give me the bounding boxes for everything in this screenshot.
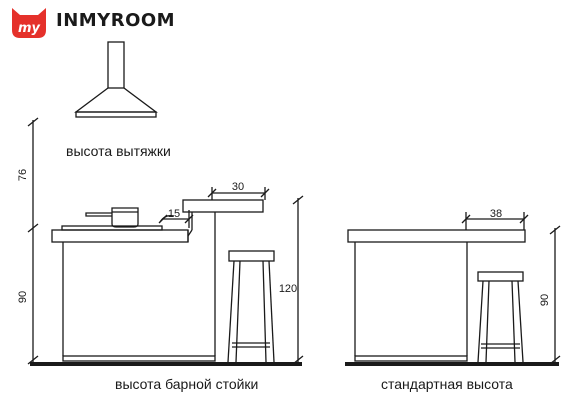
dim-counter-height-right: 90 <box>539 294 551 306</box>
dim-hood-clearance: 76 <box>17 169 29 181</box>
bar-counter <box>51 199 264 362</box>
right-dimension-line <box>549 225 561 365</box>
step-offset-dimension <box>158 210 194 228</box>
overhang-dimension <box>461 212 529 230</box>
label-hood-height: высота вытяжки <box>66 143 171 159</box>
brand-name: INMYROOM <box>56 10 176 31</box>
cat-badge-icon: my <box>12 8 46 38</box>
floor-left <box>30 362 302 366</box>
bar-stool <box>227 250 275 363</box>
dim-overhang: 38 <box>490 208 502 220</box>
dim-step-offset: 15 <box>168 208 180 220</box>
bar-top-width-dimension <box>207 187 270 200</box>
left-dimension-line <box>27 117 39 365</box>
label-bar-height: высота барной стойки <box>115 376 258 392</box>
floor-right <box>345 362 559 366</box>
badge-text: my <box>18 21 41 36</box>
dim-bar-top-width: 30 <box>232 181 244 193</box>
dim-counter-height-left: 90 <box>17 291 29 303</box>
standard-stool <box>477 271 524 363</box>
dim-bar-total-height: 120 <box>279 283 297 295</box>
bar-height-dimension-line <box>292 195 304 365</box>
label-standard-height: стандартная высота <box>381 376 513 392</box>
standard-counter <box>347 229 526 362</box>
range-hood <box>74 41 158 118</box>
